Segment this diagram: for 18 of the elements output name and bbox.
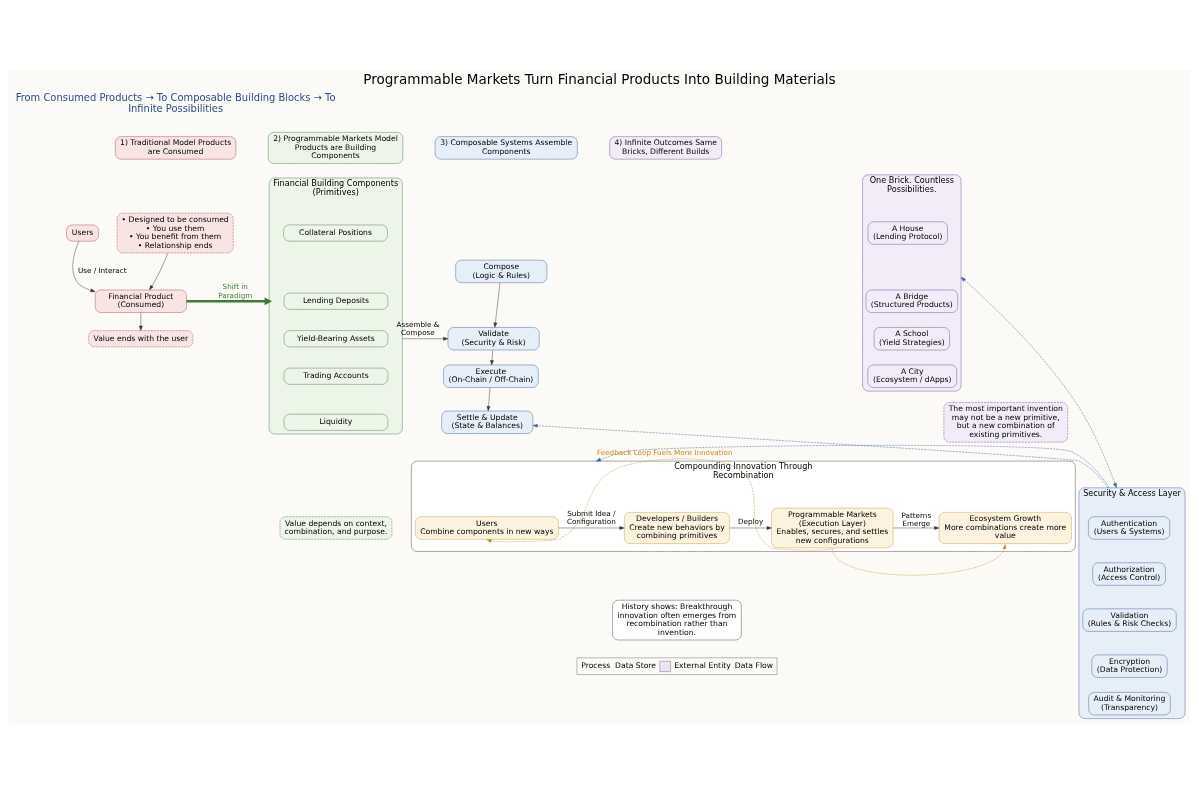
diagram-title: Programmable Markets Turn Financial Products Into Building Materials xyxy=(363,70,836,87)
arrow xyxy=(493,282,501,328)
arrow xyxy=(596,444,1110,488)
label: From Consumed Products → To Composable Building Blocks → To Infinite Possibilities xyxy=(15,91,336,114)
arrow xyxy=(729,525,772,530)
arrow xyxy=(72,240,96,292)
arrow xyxy=(486,386,491,411)
arrow xyxy=(402,336,449,341)
arrow xyxy=(139,311,143,331)
arrow xyxy=(892,525,940,530)
arrow xyxy=(486,458,833,550)
arrow xyxy=(490,349,494,365)
arrow xyxy=(832,543,1007,575)
arrow xyxy=(960,276,1117,488)
arrow xyxy=(186,296,273,305)
arrow xyxy=(532,423,1109,488)
arrow xyxy=(558,525,625,530)
arrow xyxy=(149,252,169,290)
